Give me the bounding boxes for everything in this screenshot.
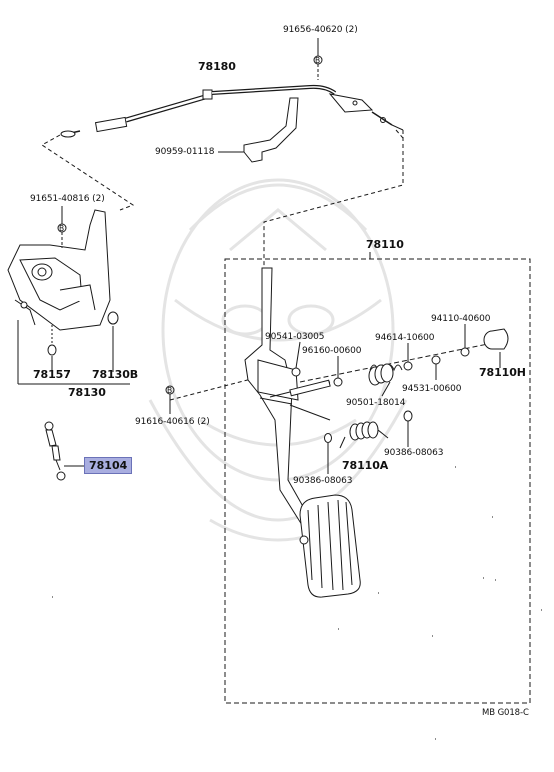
nut-78157 xyxy=(47,325,57,356)
label-90386-08063-right: 90386-08063 xyxy=(384,448,444,458)
label-78110: 78110 xyxy=(366,238,404,251)
callout-b-top: B xyxy=(315,56,321,65)
label-78157: 78157 xyxy=(33,368,71,381)
label-90541-03005: 90541-03005 xyxy=(265,332,325,342)
throttle-cable xyxy=(60,84,404,138)
label-90386-08063-left: 90386-08063 xyxy=(293,476,353,486)
label-78110A: 78110A xyxy=(342,459,389,472)
bracket-90959 xyxy=(218,97,299,163)
label-94531-00600: 94531-00600 xyxy=(402,384,462,394)
label-91651-40816: 91651-40816 (2) xyxy=(30,194,105,204)
diagram-code: MB G018-C xyxy=(482,708,529,718)
label-78130B: 78130B xyxy=(92,368,139,381)
grommet-78130B xyxy=(107,311,119,325)
small-fasteners xyxy=(291,347,470,443)
stopper-78110H xyxy=(483,328,509,350)
label-78180: 78180 xyxy=(198,60,236,73)
label-94110-40600: 94110-40600 xyxy=(431,314,491,324)
rod-78104 xyxy=(44,421,84,481)
label-90501-18014: 90501-18014 xyxy=(346,398,406,408)
group-bracket-78130 xyxy=(17,320,130,385)
pedal-bracket-78130 xyxy=(7,209,111,331)
label-91656-40620: 91656-40620 (2) xyxy=(283,25,358,35)
callout-b-mid: B xyxy=(167,386,173,395)
accelerator-pedal-78110 xyxy=(244,267,361,598)
label-78130: 78130 xyxy=(68,386,106,399)
return-spring-78110A xyxy=(339,421,389,449)
label-91616-40616: 91616-40616 (2) xyxy=(135,417,210,427)
leader-lines xyxy=(295,324,501,474)
label-90959-01118: 90959-01118 xyxy=(155,147,215,157)
spring-90501 xyxy=(368,363,403,386)
bolt-91651-callout xyxy=(57,206,67,248)
highlighted-part-78104[interactable]: 78104 xyxy=(84,457,133,474)
scan-specks xyxy=(52,466,542,740)
label-94614-10600: 94614-10600 xyxy=(375,333,435,343)
group-box-78110 xyxy=(224,258,531,704)
label-78110H: 78110H xyxy=(479,366,526,379)
label-96160-00600: 96160-00600 xyxy=(302,346,362,356)
callout-b-left: B xyxy=(59,224,65,233)
bolt-91656-callout xyxy=(313,38,323,80)
leader-dashed xyxy=(41,129,404,268)
